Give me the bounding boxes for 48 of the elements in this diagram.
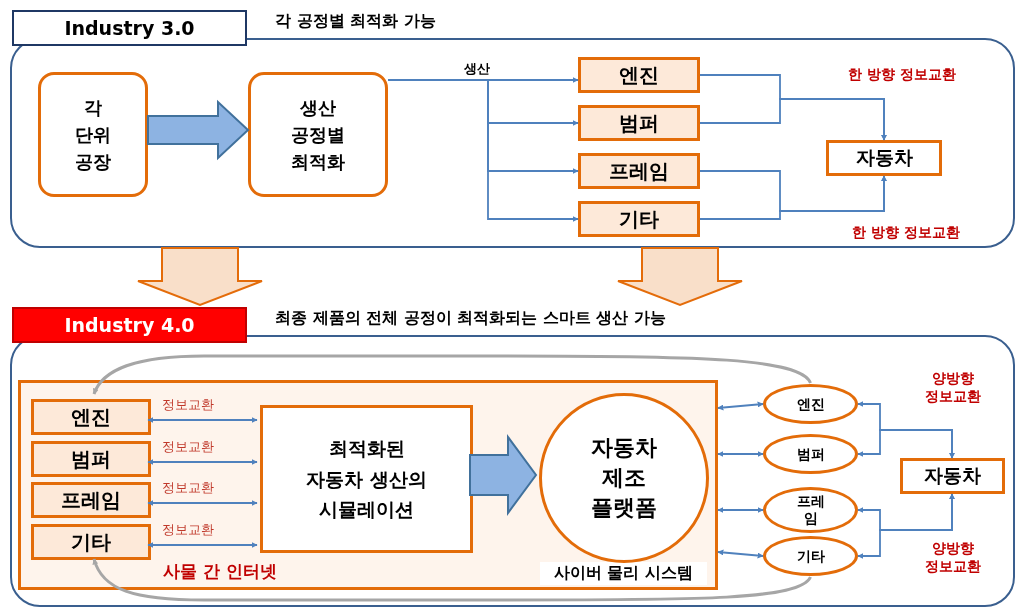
part-box: 프레임 xyxy=(578,153,700,189)
block-arrow xyxy=(617,247,743,307)
system-label: 사이버 물리 시스템 xyxy=(539,562,707,585)
title-tab: Industry 3.0 xyxy=(12,10,247,46)
arrow xyxy=(717,401,764,411)
subtitle: 최종 제품의 전체 공정이 최적화되는 스마트 생산 가능 xyxy=(275,308,666,329)
system-box xyxy=(18,380,718,590)
block-arrow xyxy=(469,433,538,517)
part-box: 엔진 xyxy=(578,57,700,93)
part-box: 프레임 xyxy=(31,482,151,518)
part-box: 범퍼 xyxy=(31,441,151,477)
arrow xyxy=(717,451,764,457)
platform-circle: 자동차 제조 플랫폼 xyxy=(539,393,709,563)
loop-arrow xyxy=(92,558,812,602)
part-box: 엔진 xyxy=(31,399,151,435)
arrow xyxy=(699,175,887,220)
part-box: 범퍼 xyxy=(578,105,700,141)
simulation-box: 최적화된 자동차 생산의 시뮬레이션 xyxy=(260,405,473,553)
annotation-label: 한 방향 정보교환 xyxy=(847,66,957,84)
annotation-label: 양방향 정보교환 xyxy=(924,540,982,576)
part-box: 기타 xyxy=(578,201,700,237)
arrow xyxy=(717,549,764,559)
block-arrow xyxy=(147,99,250,161)
process-box: 생산 공정별 최적화 xyxy=(248,72,388,197)
annotation-label: 사물 간 인터넷 xyxy=(162,560,278,583)
arrow xyxy=(857,429,955,459)
edge-label: 정보교환 xyxy=(160,396,216,414)
arrow xyxy=(147,542,258,548)
arrow xyxy=(147,500,258,506)
car-box: 자동차 xyxy=(900,458,1005,494)
arrow xyxy=(147,459,258,465)
edge-label: 정보교환 xyxy=(160,479,216,497)
annotation-label: 양방향 정보교환 xyxy=(924,370,982,406)
loop-arrow xyxy=(92,354,812,395)
arrow xyxy=(717,507,764,513)
process-box: 각 단위 공장 xyxy=(38,72,148,197)
edge-label: 생산 xyxy=(462,60,492,78)
block-arrow xyxy=(137,247,263,307)
part-box: 기타 xyxy=(31,524,151,560)
annotation-label: 한 방향 정보교환 xyxy=(851,224,961,242)
title-tab: Industry 4.0 xyxy=(12,307,247,343)
arrow xyxy=(147,417,258,423)
arrow xyxy=(857,493,955,559)
arrow xyxy=(699,98,887,141)
edge-label: 정보교환 xyxy=(160,521,216,539)
edge-label: 정보교환 xyxy=(160,438,216,456)
car-box: 자동차 xyxy=(826,140,942,176)
subtitle: 각 공정별 최적화 가능 xyxy=(275,11,436,32)
